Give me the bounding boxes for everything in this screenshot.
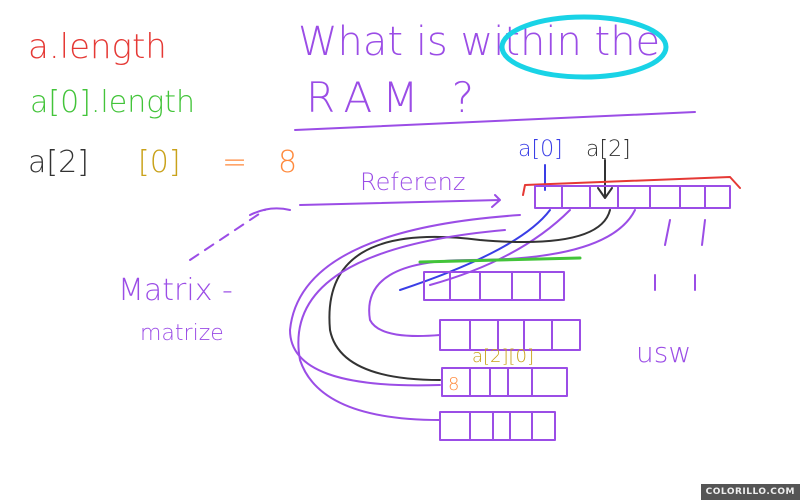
note-index0: [0] xyxy=(138,145,181,180)
note-a0-length: a[0].length xyxy=(30,85,195,120)
note-equals: = xyxy=(222,145,247,180)
reference-array xyxy=(534,185,731,291)
title-line-2: RAM ? xyxy=(306,73,484,122)
referenz-arrow xyxy=(249,194,501,216)
sub-array-3 xyxy=(439,411,556,441)
arrow-a2 xyxy=(597,159,613,199)
label-a0: a[0] xyxy=(518,137,563,162)
sub-array-0 xyxy=(423,271,565,301)
title-line-1: What is within the xyxy=(298,19,660,65)
label-usw: usw xyxy=(636,336,691,369)
pointer-curves xyxy=(289,209,636,421)
watermark: COLORILLO.COM xyxy=(700,484,800,500)
sub-array-1 xyxy=(439,319,581,351)
length-bracket-red xyxy=(522,176,741,196)
note-a-length: a.length xyxy=(28,27,167,67)
note-value: 8 xyxy=(278,145,297,180)
label-matrize: matrize xyxy=(140,321,224,346)
label-referenz: Referenz xyxy=(360,168,466,196)
label-a2-0: a[2][0] xyxy=(472,346,534,367)
title-underline xyxy=(294,111,696,131)
label-a2: a[2] xyxy=(586,137,631,162)
label-matrix: Matrix - xyxy=(118,273,233,308)
matrix-pointer xyxy=(189,209,266,261)
cell-value: 8 xyxy=(448,374,459,395)
highlight-circle xyxy=(499,14,669,80)
sub-array-2 xyxy=(441,367,568,397)
note-a2: a[2] xyxy=(28,145,89,180)
